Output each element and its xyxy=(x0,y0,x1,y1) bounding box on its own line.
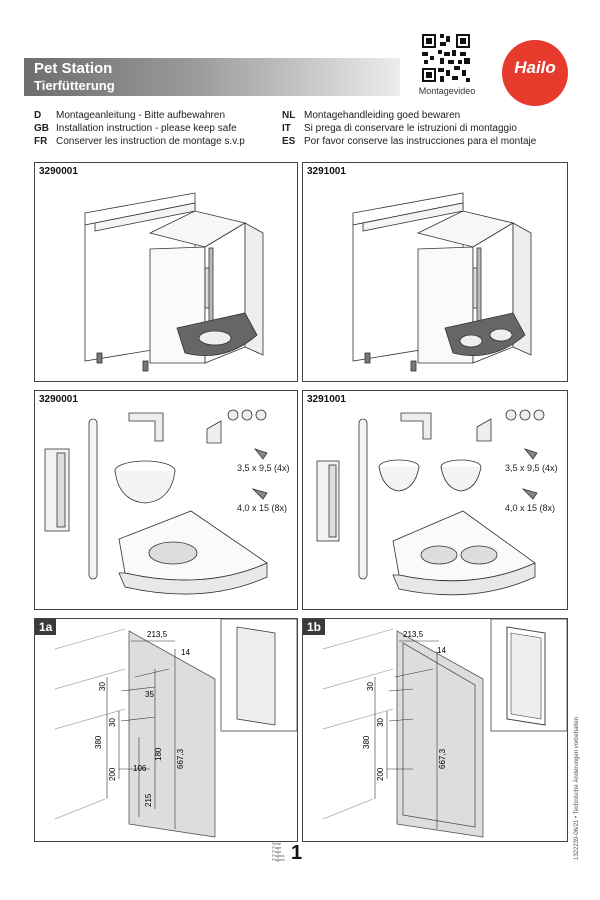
qr-code-icon[interactable] xyxy=(420,32,472,84)
dimension-label: 106 xyxy=(133,764,147,773)
qr-label: Montagevideo xyxy=(418,86,476,96)
dimension-label: 35 xyxy=(145,690,154,699)
dimension-label: 380 xyxy=(94,735,103,749)
page-word: Pagina xyxy=(272,853,285,858)
cabinet-illustration xyxy=(84,192,264,372)
dimension-label: 30 xyxy=(98,682,107,691)
dimension-label: 667,3 xyxy=(176,748,185,769)
language-text: Installation instruction - please keep s… xyxy=(56,123,237,134)
language-code: GB xyxy=(34,123,49,134)
title-bar xyxy=(24,58,400,96)
cabinet-panel-left: 3290001 xyxy=(34,162,298,382)
page-word: Seite xyxy=(272,841,282,846)
language-row: NL Montagehandleiding goed bewaren xyxy=(282,110,536,121)
parts-illustration xyxy=(44,409,268,595)
language-text: Montagehandleiding goed bewaren xyxy=(304,110,461,121)
step-panel-1b: 1b 213,5 14 30 30 380 667,3 200 xyxy=(302,618,568,842)
step-badge: 1a xyxy=(35,619,57,635)
language-code: ES xyxy=(282,136,296,147)
language-text: Por favor conserve las instrucciones par… xyxy=(304,136,537,147)
screw-spec-large: 4,0 x 15 (8x) xyxy=(237,503,288,513)
page-word: Page xyxy=(272,845,282,850)
parts-panel-left: 3290001 3,5 x 9,5 (4x) 4,0 x 15 (8x) xyxy=(34,390,298,610)
dimension-label: 30 xyxy=(376,718,385,727)
language-code: NL xyxy=(282,110,296,121)
dimension-label: 30 xyxy=(366,682,375,691)
dimension-label: 30 xyxy=(108,718,117,727)
screw-spec-large: 4,0 x 15 (8x) xyxy=(505,503,556,513)
dimension-label: 14 xyxy=(181,648,190,657)
page-word: Page xyxy=(272,849,282,854)
page-word: Página xyxy=(272,857,285,862)
article-number: 3290001 xyxy=(39,394,78,405)
cabinet-illustration xyxy=(352,192,532,372)
page-number: 1 xyxy=(291,842,303,864)
dimension-labels: 213,5 14 30 35 30 380 180 667,3 200 106 … xyxy=(94,630,190,807)
document-reference: 1322239-06/21 • Technische Änderungen vo… xyxy=(574,716,580,860)
screw-spec-small: 3,5 x 9,5 (4x) xyxy=(237,463,290,473)
article-number: 3291001 xyxy=(307,166,346,177)
language-list-left: D Montageanleitung - Bitte aufbewahren GB… xyxy=(34,110,245,147)
language-row: ES Por favor conserve las instrucciones p… xyxy=(282,136,536,147)
language-list-right: NL Montagehandleiding goed bewaren IT Si p… xyxy=(282,110,536,147)
article-number: 3291001 xyxy=(307,394,346,405)
page-subtitle: Tierfütterung xyxy=(34,78,115,93)
language-row: FR Conserver les instruction de montage s… xyxy=(34,136,245,147)
dimension-label: 200 xyxy=(108,767,117,781)
dimension-label: 14 xyxy=(437,646,446,655)
language-code: FR xyxy=(34,136,48,147)
dimension-label: 213,5 xyxy=(403,630,424,639)
dimension-label: 200 xyxy=(376,767,385,781)
door-drilling-diagram xyxy=(54,619,297,838)
dimension-label: 380 xyxy=(362,735,371,749)
dimension-labels: 213,5 14 30 30 380 667,3 200 xyxy=(362,630,447,781)
language-row: GB Installation instruction - please keep… xyxy=(34,123,245,134)
step-badge: 1b xyxy=(303,619,326,635)
language-row: D Montageanleitung - Bitte aufbewahren xyxy=(34,110,245,121)
parts-panel-right: 3291001 3,5 x 9,5 (4x) 4,0 x 15 (8x) xyxy=(302,390,568,610)
cabinet-panel-right: 3291001 xyxy=(302,162,568,382)
language-text: Conserver les instruction de montage s.v… xyxy=(56,136,245,147)
language-text: Montageanleitung - Bitte aufbewahren xyxy=(56,110,226,121)
hailo-logo xyxy=(502,40,568,106)
dimension-label: 215 xyxy=(144,793,153,807)
step-panel-1a: 1a 213,5 14 30 35 30 380 180 667,3 200 1… xyxy=(34,618,298,842)
page-title: Pet Station xyxy=(34,60,113,77)
screw-spec-small: 3,5 x 9,5 (4x) xyxy=(505,463,558,473)
article-number: 3290001 xyxy=(39,166,78,177)
door-drilling-diagram xyxy=(322,619,567,838)
language-code: D xyxy=(34,110,42,121)
language-code: IT xyxy=(282,123,291,134)
language-row: IT Si prega di conservare le istruzioni d… xyxy=(282,123,536,134)
hailo-logo-text: Hailo xyxy=(514,58,556,77)
dimension-label: 213,5 xyxy=(147,630,168,639)
page-word-list: Seite Page Page Pagina Página xyxy=(272,842,284,862)
dimension-label: 667,3 xyxy=(438,748,447,769)
parts-illustration xyxy=(316,409,545,596)
language-text: Si prega di conservare le istruzioni di … xyxy=(304,123,517,134)
dimension-label: 180 xyxy=(154,747,163,761)
